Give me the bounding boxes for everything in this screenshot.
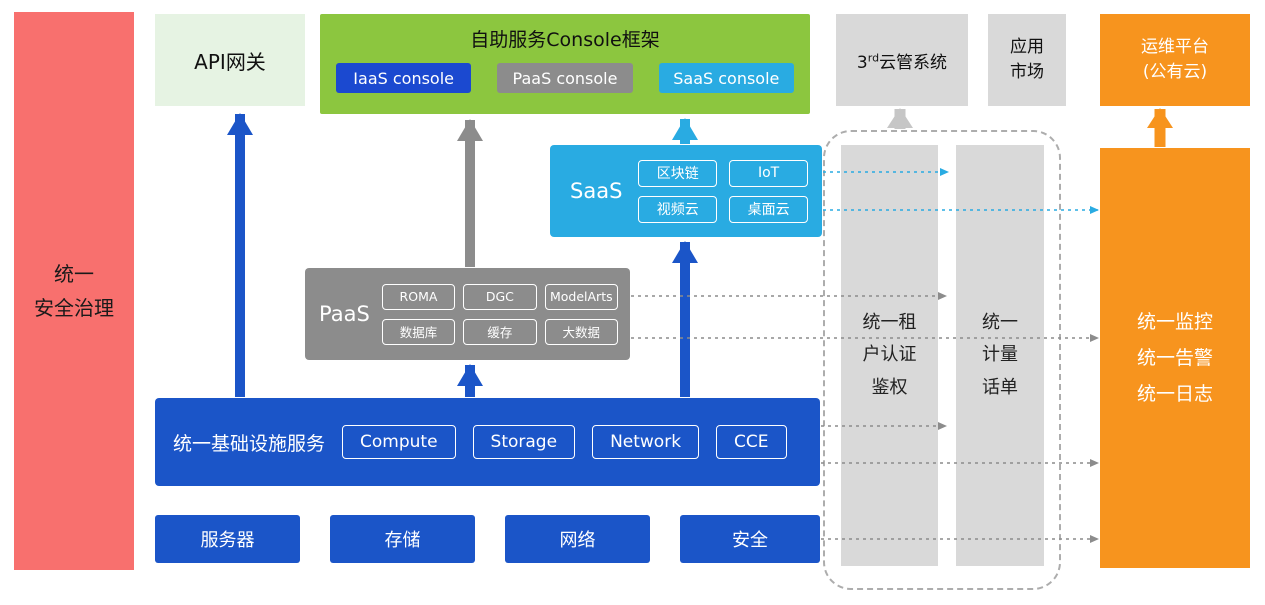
paas-chip-roma: ROMA [381, 283, 456, 310]
ops-platform-box: 运维平台 (公有云) [1100, 14, 1250, 106]
paas-chip-database: 数据库 [381, 318, 456, 345]
saas-chip-iot: IoT [729, 159, 808, 187]
third-party-cloud-box: 3rd云管系统 [836, 14, 968, 106]
paas-box: PaaS ROMA DGC ModelArts 数据库 缓存 大数据 [305, 268, 630, 360]
hardware-box-network: 网络 [505, 515, 650, 563]
infra-chip-compute: Compute [342, 425, 456, 459]
infra-chip-cce: CCE [716, 425, 787, 459]
paas-label: PaaS [319, 302, 370, 326]
app-market-label: 应用 市场 [1010, 36, 1044, 83]
infra-chip-storage: Storage [472, 425, 576, 459]
saas-console-button: SaaS console [658, 63, 794, 93]
third-party-cloud-label: 3rd云管系统 [857, 48, 947, 73]
iaas-console-button: IaaS console [336, 63, 472, 93]
console-buttons-row: IaaS console PaaS console SaaS console [336, 63, 794, 93]
third-party-prefix: 3 [856, 52, 868, 73]
hardware-box-security: 安全 [680, 515, 820, 563]
monitoring-label: 统一监控 统一告警 统一日志 [1136, 310, 1213, 406]
hardware-box-storage: 存储 [330, 515, 475, 563]
security-governance-label: 统一 安全治理 [34, 262, 114, 320]
paas-chip-modelarts: ModelArts [544, 283, 618, 310]
infra-chip-network: Network [592, 425, 700, 459]
infrastructure-label: 统一基础设施服务 [173, 432, 326, 455]
third-party-sup: rd [867, 50, 880, 64]
api-gateway-box: API网关 [155, 14, 305, 106]
shared-services-container [823, 130, 1061, 590]
security-governance-bar: 统一 安全治理 [14, 12, 134, 570]
saas-label: SaaS [570, 179, 623, 203]
metering-label: 统一 计量 话单 [982, 311, 1018, 398]
saas-chip-video-cloud: 视频云 [638, 195, 718, 223]
saas-chip-desktop-cloud: 桌面云 [729, 195, 808, 223]
hardware-network-label: 网络 [559, 530, 596, 551]
ops-platform-label: 运维平台 (公有云) [1141, 36, 1209, 83]
app-market-box: 应用 市场 [988, 14, 1066, 106]
console-framework-box: 自助服务Console框架 IaaS console PaaS console … [320, 14, 810, 114]
hardware-security-label: 安全 [732, 530, 768, 551]
paas-chips: ROMA DGC ModelArts 数据库 缓存 大数据 [381, 283, 618, 345]
api-gateway-label: API网关 [194, 49, 266, 74]
paas-console-button: PaaS console [497, 63, 633, 93]
metering-bar: 统一 计量 话单 [956, 145, 1044, 566]
tenant-auth-label: 统一租 户认证 鉴权 [862, 311, 917, 398]
paas-chip-dgc: DGC [463, 283, 537, 310]
hardware-storage-label: 存储 [384, 530, 421, 551]
paas-chip-cache: 缓存 [463, 318, 537, 345]
monitoring-bar: 统一监控 统一告警 统一日志 [1100, 148, 1250, 568]
console-framework-title: 自助服务Console框架 [470, 29, 660, 51]
infrastructure-box: 统一基础设施服务 Compute Storage Network CCE [155, 398, 820, 486]
saas-chips: 区块链 IoT 视频云 桌面云 [638, 159, 808, 223]
third-party-suffix: 云管系统 [879, 52, 948, 73]
hardware-box-server: 服务器 [155, 515, 300, 563]
paas-chip-bigdata: 大数据 [544, 318, 618, 345]
hardware-server-label: 服务器 [200, 530, 255, 551]
saas-chip-blockchain: 区块链 [638, 159, 718, 187]
saas-box: SaaS 区块链 IoT 视频云 桌面云 [550, 145, 822, 237]
tenant-auth-bar: 统一租 户认证 鉴权 [841, 145, 938, 566]
